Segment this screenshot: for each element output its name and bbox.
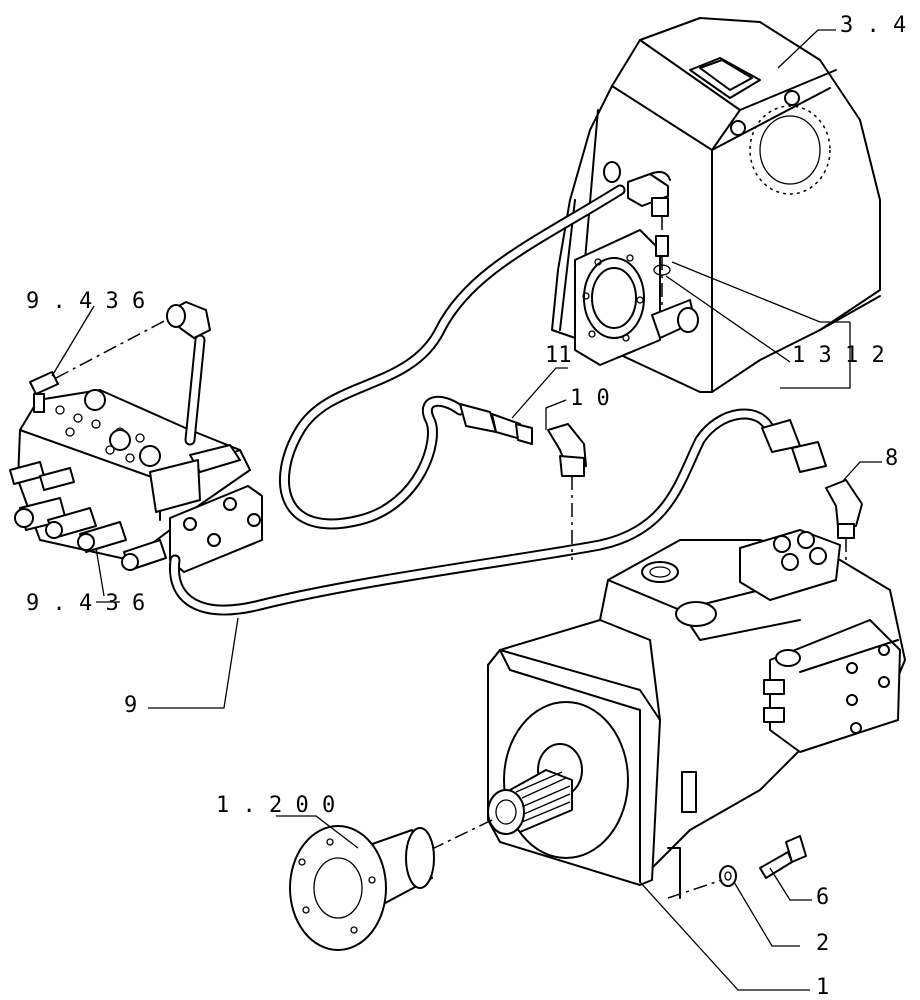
callout-9-436-top: 9 . 4 3 6 [26,289,145,314]
callout-6: 6 [816,885,829,910]
callout-9: 9 [124,693,137,718]
callout-11: 11 [545,343,572,368]
hydraulic-hoses [166,184,776,616]
housing-fittings [627,171,671,310]
callout-9-436-bottom: 9 . 4 3 6 [26,591,145,616]
callout-2: 2 [816,931,829,956]
control-valve-block [9,371,263,573]
bolt-and-washer [667,835,807,899]
hydraulic-pump [429,529,906,886]
callout-10: 1 0 [570,386,610,411]
transmission-housing [551,17,881,393]
callout-13-12: 1 3 1 2 [792,343,885,368]
callout-3-4: 3 . 4 [840,13,906,38]
drive-coupling [289,825,435,951]
callout-1-200: 1 . 2 0 0 [216,793,335,818]
hose-fittings [459,403,863,600]
callout-1: 1 [816,975,829,1000]
callout-8: 8 [885,446,898,471]
